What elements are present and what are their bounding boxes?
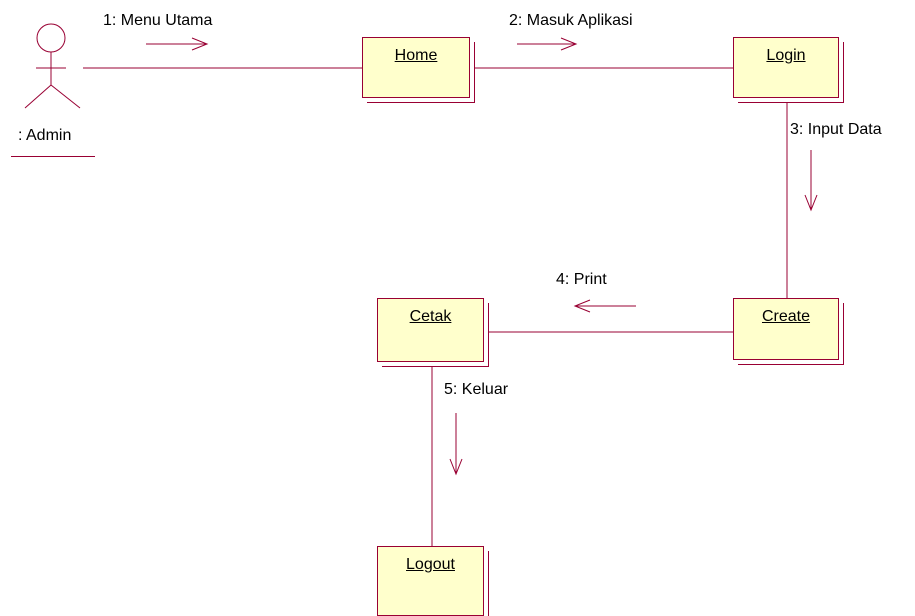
message-arrow-5: [449, 413, 463, 476]
object-cetak[interactable]: Cetak: [377, 298, 484, 362]
object-login[interactable]: Login: [733, 37, 839, 98]
stick-figure-icon: [24, 23, 81, 109]
message-label-4: 4: Print: [556, 271, 607, 288]
object-logout[interactable]: Logout: [377, 546, 484, 616]
message-arrow-1: [146, 37, 209, 51]
object-cetak-label: Cetak: [409, 308, 452, 325]
message-label-1: 1: Menu Utama: [103, 12, 213, 29]
actor-admin-label: : Admin: [18, 127, 72, 144]
object-logout-label: Logout: [406, 556, 455, 573]
message-label-2: 2: Masuk Aplikasi: [509, 12, 633, 29]
object-create[interactable]: Create: [733, 298, 839, 360]
object-create-label: Create: [761, 308, 811, 325]
actor-admin-underline: [11, 156, 95, 157]
message-arrow-3: [804, 150, 818, 212]
message-arrow-4: [573, 299, 636, 313]
message-label-5: 5: Keluar: [444, 381, 509, 398]
message-label-3: 3: Input Data: [790, 121, 882, 138]
object-home-label: Home: [394, 47, 438, 64]
object-login-label: Login: [766, 47, 806, 64]
message-arrow-2: [517, 37, 578, 51]
object-home[interactable]: Home: [362, 37, 470, 98]
